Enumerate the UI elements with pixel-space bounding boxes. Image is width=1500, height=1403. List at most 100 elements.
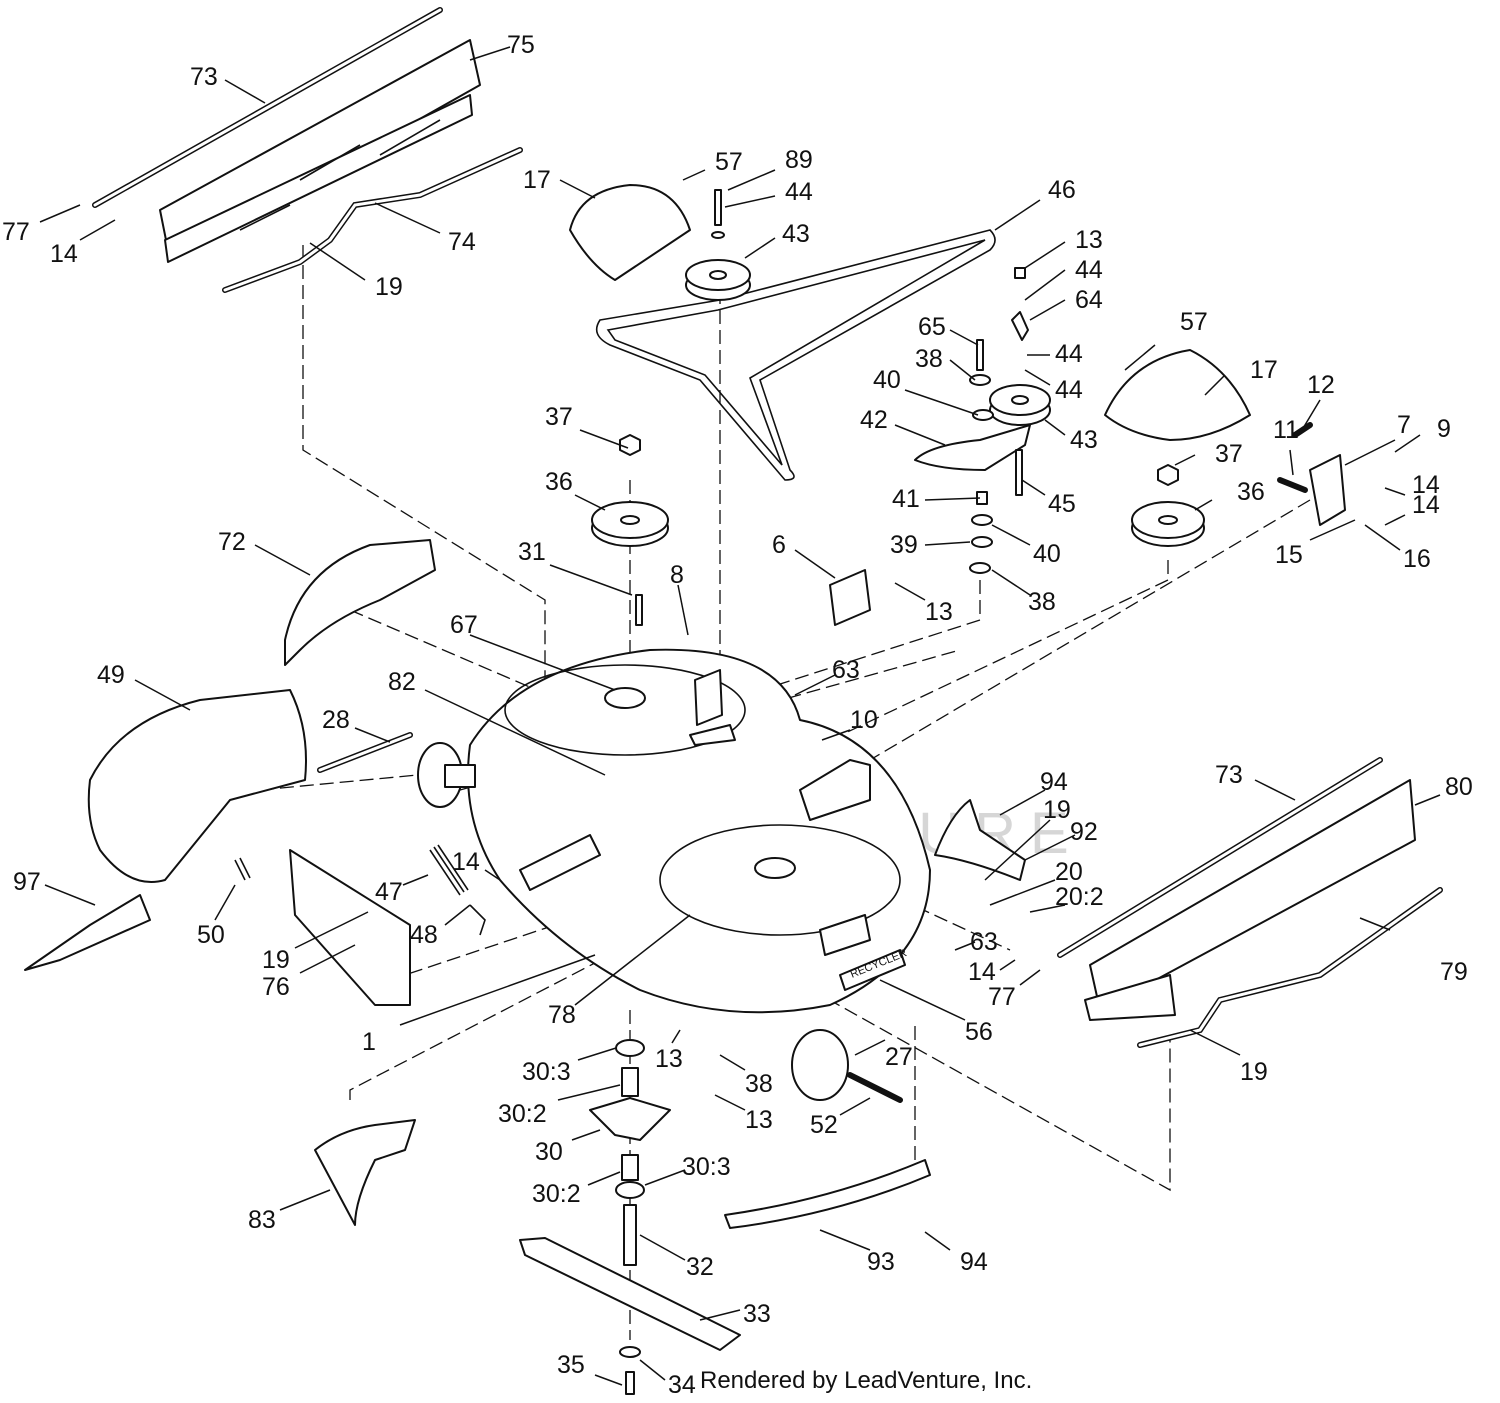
callout-44: 44 xyxy=(1075,256,1103,284)
callout-31: 31 xyxy=(518,538,546,566)
callout-8: 8 xyxy=(670,561,684,589)
callout-38: 38 xyxy=(1028,588,1056,616)
callout-1: 1 xyxy=(362,1028,376,1056)
callout-40: 40 xyxy=(873,366,901,394)
callout-14: 14 xyxy=(1412,471,1440,499)
belt-cover-right xyxy=(1104,349,1251,441)
callout-65: 65 xyxy=(918,313,946,341)
callout-12: 12 xyxy=(1307,371,1335,399)
callout-93: 93 xyxy=(867,1248,895,1276)
callout-64: 64 xyxy=(1075,286,1103,314)
callout-19: 19 xyxy=(262,946,290,974)
callout-74: 74 xyxy=(448,228,476,256)
callout-97: 97 xyxy=(13,868,41,896)
callout-13: 13 xyxy=(655,1045,683,1073)
idler-arm xyxy=(914,424,1031,471)
side-plate xyxy=(934,799,1026,881)
callout-32: 32 xyxy=(686,1253,714,1281)
chute-upper xyxy=(284,539,436,666)
callout-63: 63 xyxy=(832,656,860,684)
callout-17: 17 xyxy=(523,166,551,194)
callout-15: 15 xyxy=(1275,541,1303,569)
deck-wheel-right xyxy=(791,1029,903,1103)
callout-44: 44 xyxy=(1055,340,1083,368)
callout-20: 20 xyxy=(1055,858,1083,886)
callout-38: 38 xyxy=(745,1070,773,1098)
callout-19: 19 xyxy=(1043,796,1071,824)
callout-13: 13 xyxy=(745,1106,773,1134)
callout-79: 79 xyxy=(1440,958,1468,986)
callout-47: 47 xyxy=(375,878,403,906)
callout-16: 16 xyxy=(1403,545,1431,573)
callout-14: 14 xyxy=(968,958,996,986)
pulley-right xyxy=(1131,501,1205,547)
callout-37: 37 xyxy=(1215,440,1243,468)
callout-19: 19 xyxy=(375,273,403,301)
callout-63: 63 xyxy=(970,928,998,956)
callout-14: 14 xyxy=(452,848,480,876)
mount-bracket-right xyxy=(1309,454,1346,526)
callout-37: 37 xyxy=(545,403,573,431)
deck-rail xyxy=(724,1159,931,1229)
callout-77: 77 xyxy=(988,983,1016,1011)
callout-13: 13 xyxy=(925,598,953,626)
callout-39: 39 xyxy=(890,531,918,559)
blade-washer xyxy=(619,1346,641,1358)
callout-73: 73 xyxy=(1215,761,1243,789)
credit-text: Rendered by LeadVenture, Inc. xyxy=(700,1367,1033,1394)
callout-14: 14 xyxy=(1412,491,1440,519)
hardware-stack xyxy=(619,189,1179,626)
baffle-assembly-right xyxy=(1057,757,1443,1048)
callout-19: 19 xyxy=(1240,1058,1268,1086)
discharge-chute xyxy=(87,689,307,883)
pulley-idler-right xyxy=(989,384,1051,426)
callout-92: 92 xyxy=(1070,818,1098,846)
tension-spring xyxy=(429,844,469,896)
callout-83: 83 xyxy=(248,1206,276,1234)
callout-48: 48 xyxy=(410,921,438,949)
callout-52: 52 xyxy=(810,1111,838,1139)
callout-57: 57 xyxy=(715,148,743,176)
baffle-plate xyxy=(289,849,411,1006)
callout-57: 57 xyxy=(1180,308,1208,336)
callout-82: 82 xyxy=(388,668,416,696)
callout-41: 41 xyxy=(892,485,920,513)
callout-42: 42 xyxy=(860,406,888,434)
callout-36: 36 xyxy=(545,468,573,496)
baffle-assembly-left xyxy=(92,7,523,293)
callout-56: 56 xyxy=(965,1018,993,1046)
callout-36: 36 xyxy=(1237,478,1265,506)
spindle-assembly xyxy=(589,1039,671,1266)
deck-wheel-left xyxy=(417,742,476,808)
callout-30-3: 30:3 xyxy=(682,1153,731,1181)
callout-43: 43 xyxy=(1070,426,1098,454)
callout-67: 67 xyxy=(450,611,478,639)
pulley-idler-top xyxy=(685,259,751,301)
callout-38: 38 xyxy=(915,345,943,373)
callout-13: 13 xyxy=(1075,226,1103,254)
callout-34: 34 xyxy=(668,1371,696,1399)
callout-35: 35 xyxy=(557,1351,585,1379)
chute-flap xyxy=(24,894,151,971)
callout-45: 45 xyxy=(1048,490,1076,518)
callout-49: 49 xyxy=(97,661,125,689)
callout-labels: 73 75 77 14 74 19 17 57 89 44 43 46 13 4… xyxy=(2,31,1473,1399)
callout-44: 44 xyxy=(785,178,813,206)
chute-lower xyxy=(314,1119,416,1226)
callout-75: 75 xyxy=(507,31,535,59)
callout-44: 44 xyxy=(1055,376,1083,404)
callout-40: 40 xyxy=(1033,540,1061,568)
callout-43: 43 xyxy=(782,220,810,248)
callout-76: 76 xyxy=(262,973,290,1001)
mower-blade xyxy=(519,1237,741,1351)
callout-20-2: 20:2 xyxy=(1055,883,1104,911)
callout-50: 50 xyxy=(197,921,225,949)
callout-11: 11 xyxy=(1273,416,1299,444)
callout-30-3: 30:3 xyxy=(522,1058,571,1086)
callout-46: 46 xyxy=(1048,176,1076,204)
callout-33: 33 xyxy=(743,1300,771,1328)
callout-leaders xyxy=(39,46,1441,1386)
callout-17: 17 xyxy=(1250,356,1278,384)
callout-80: 80 xyxy=(1445,773,1473,801)
spring-small xyxy=(234,857,251,881)
